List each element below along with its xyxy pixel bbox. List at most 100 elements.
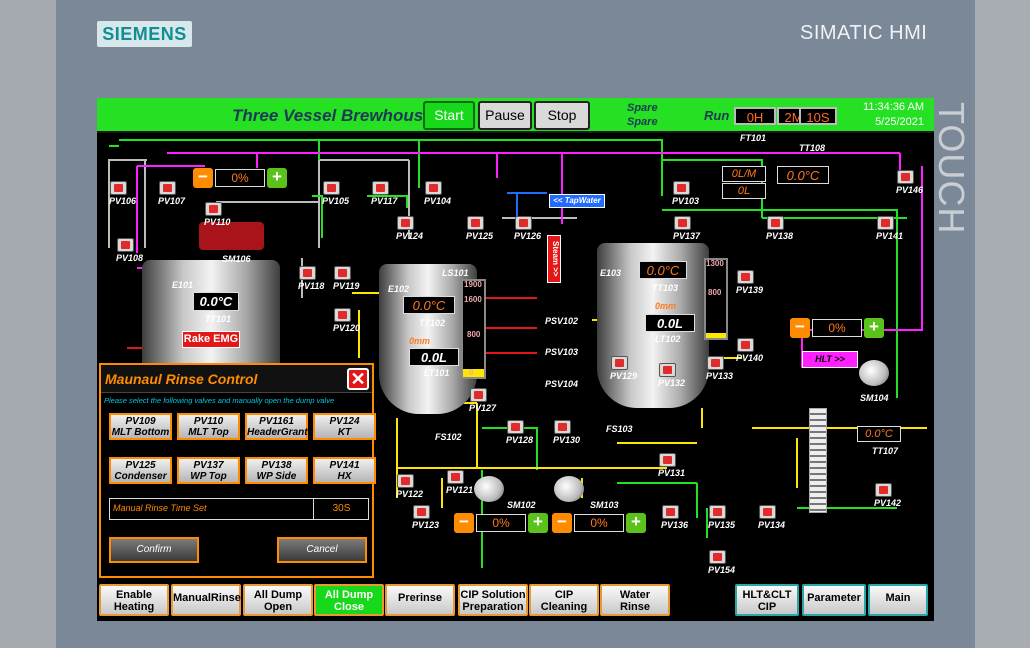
rake-emg-button[interactable]: Rake EMG [182,331,240,348]
valve-pv133[interactable] [707,356,724,370]
valve-pv136[interactable] [662,505,679,519]
gauge1-mid: 1600 [464,295,482,304]
hlt-button[interactable]: HLT >> [802,351,858,368]
plus-icon[interactable]: + [528,513,548,533]
sm103-pump[interactable] [554,476,584,502]
plus-icon[interactable]: + [864,318,884,338]
button-line2: MLT Bottom [111,426,170,438]
button-line1: PV141 [329,460,360,471]
valve-pv122[interactable] [397,474,414,488]
valve-pv129[interactable] [611,356,628,370]
valve-pv103[interactable] [673,181,690,195]
valve-pv121[interactable] [447,470,464,484]
valve-pv131[interactable] [659,453,676,467]
sm104-pump[interactable] [859,360,889,386]
minus-icon[interactable]: − [552,513,572,533]
valve-label: PV118 [298,281,325,291]
valve-pv120[interactable] [334,308,351,322]
valve-pv110[interactable] [205,202,222,216]
valve-pv127[interactable] [470,388,487,402]
valve-pv104[interactable] [425,181,442,195]
valve-pv139[interactable] [737,270,754,284]
valve-pv117[interactable] [372,181,389,195]
valve-pv154[interactable] [709,550,726,564]
valve-pv141[interactable] [877,216,894,230]
lt102-readout: 0.0L [645,314,695,332]
minus-icon[interactable]: − [454,513,474,533]
sm104-label: SM104 [860,393,889,403]
valve-pv132[interactable] [659,363,676,377]
sm102-pump[interactable] [474,476,504,502]
valve-pv128[interactable] [507,420,524,434]
valve-pv106[interactable] [110,181,127,195]
start-button[interactable]: Start [423,101,475,130]
plus-icon[interactable]: + [626,513,646,533]
valve-pv146[interactable] [897,170,914,184]
confirm-button[interactable]: Confirm [109,537,199,563]
kettle-speed-control: − 0% + [790,318,884,338]
touch-label: TOUCH [931,102,972,235]
sm106-label: SM106 [222,254,251,264]
rinse-time-field[interactable]: Manual Rinse Time Set 30S [109,498,369,520]
tt107-readout: 0.0°C [857,426,901,442]
footer-button[interactable]: Parameter [802,584,866,616]
footer-button[interactable]: Main [868,584,928,616]
gauge1-zero: 0 [469,368,474,377]
valve-pv118[interactable] [299,266,316,280]
valve-pv119[interactable] [334,266,351,280]
footer-line2: Preparation [462,601,524,613]
valve-pv135[interactable] [709,505,726,519]
valve-label: PV120 [333,323,361,333]
valve-pv140[interactable] [737,338,754,352]
pause-button[interactable]: Pause [478,101,532,130]
close-icon[interactable]: ✕ [347,368,369,390]
stop-button[interactable]: Stop [534,101,590,130]
valve-pv142[interactable] [875,483,892,497]
cancel-button[interactable]: Cancel [277,537,367,563]
kettle-mm-label: 0mm [655,301,677,311]
valve-pv124[interactable] [397,216,414,230]
valve-pv126[interactable] [515,216,532,230]
gauge1-low: 800 [467,330,481,339]
footer-button[interactable]: ManualRinse [171,584,241,616]
footer-line2: Open [263,601,293,613]
tapwater-button[interactable]: << TapWater [549,194,605,208]
tt107-label: TT107 [872,446,899,456]
rinse-time-value[interactable]: 30S [313,499,369,519]
psv104-label: PSV104 [545,379,579,389]
valve-pv134[interactable] [759,505,776,519]
valve-pv138[interactable] [767,216,784,230]
valve-pv108[interactable] [117,238,134,252]
valve-pv137[interactable] [674,216,691,230]
pct-value: 0% [574,514,624,532]
valve-pv123[interactable] [413,505,430,519]
valve-pv125[interactable] [467,216,484,230]
valve-pv107[interactable] [159,181,176,195]
steam-button[interactable]: Steam >> [547,235,561,283]
plus-icon[interactable]: + [267,168,287,188]
valve-pv105[interactable] [323,181,340,195]
minus-icon[interactable]: − [193,168,213,188]
gauge1-top: 1900 [464,280,482,289]
minus-icon[interactable]: − [790,318,810,338]
gauge2-top: 1300 [706,259,724,268]
footer-button[interactable]: Prerinse [385,584,455,616]
valve-label: PV126 [514,231,542,241]
footer-line2: CIP [757,601,777,613]
valve-pv130[interactable] [554,420,571,434]
